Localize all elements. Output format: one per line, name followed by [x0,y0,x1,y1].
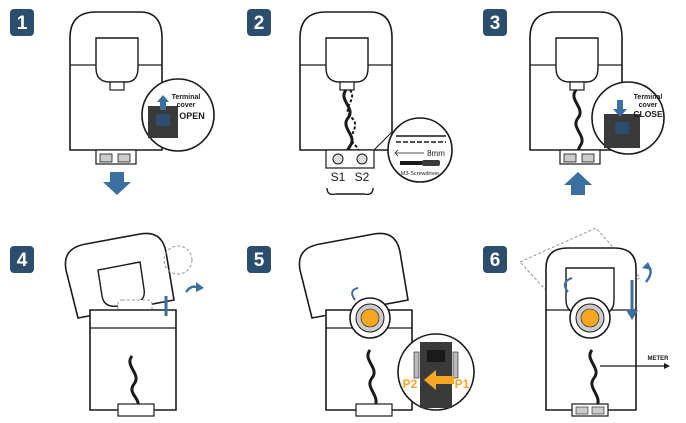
callout-line3: CLOSE [633,109,663,119]
p1-label: P1 [455,377,470,391]
tool-label: M3-Screwdriver [401,171,440,177]
step-3-number: 3 [490,13,501,34]
arrow-up-icon [564,172,592,195]
screwdriver-icon [400,161,422,165]
strip-length-label: 8mm [427,149,445,158]
p2-label: P2 [403,377,418,391]
callout-line3: OPEN [179,111,205,121]
jumper-clip [327,188,373,194]
arrow-down-icon [103,172,131,195]
callout-line2: cover [639,102,658,109]
hinge-circle [164,246,192,274]
terminal-s1-label: S1 [331,170,346,184]
step-4: 4 [10,233,204,416]
step-1: 1 Terminal cover OPEN [10,9,214,195]
terminal-s2-label: S2 [355,170,370,184]
step-6: 6 METER [483,228,670,416]
step-4-number: 4 [17,250,28,271]
step-5-number: 5 [254,250,265,271]
step-3: 3 Terminal cover CLOSE [483,9,664,195]
cable-conductor [581,309,599,327]
callout-line1: Terminal [634,94,663,101]
step-2-number: 2 [254,13,265,34]
cable-conductor [361,309,379,327]
callout-line1: Terminal [172,94,201,101]
callout-line2: cover [177,102,196,109]
step-1-number: 1 [17,13,28,34]
meter-label: METER [648,356,670,362]
step-6-number: 6 [490,250,501,271]
step-5: 5 P2 P1 [247,233,474,416]
step-2: 2 S1 S2 8mm M3-Screwdriver [247,9,452,194]
ct-window [96,38,138,82]
